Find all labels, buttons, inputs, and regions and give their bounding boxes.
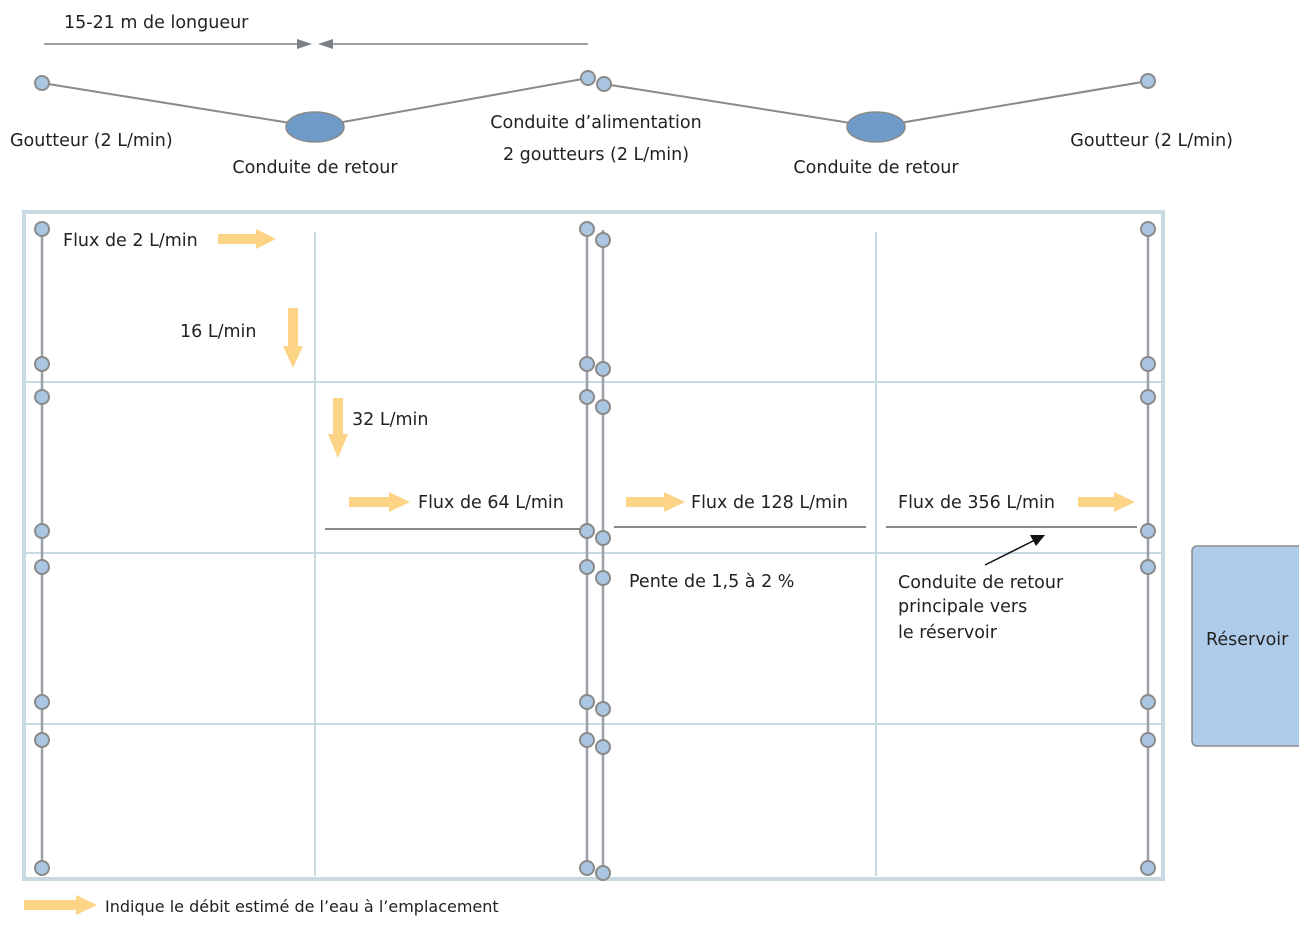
emitter-node-icon bbox=[1140, 356, 1156, 372]
emitter-node-icon bbox=[579, 732, 595, 748]
main-return-label-3: le réservoir bbox=[898, 623, 998, 643]
flow-arrow-16 bbox=[283, 308, 303, 368]
main-return-pointer bbox=[984, 535, 1045, 566]
emitter-node-icon bbox=[34, 694, 50, 710]
emitter-left-icon bbox=[34, 75, 50, 91]
emitter-node-icon bbox=[1140, 523, 1156, 539]
flow-arrow-64 bbox=[349, 492, 410, 512]
emitter-right-label: Goutteur (2 L/min) bbox=[1070, 131, 1233, 151]
reservoir-tank bbox=[1191, 545, 1299, 747]
flow-2-label: Flux de 2 L/min bbox=[63, 231, 198, 251]
emitter-node-icon bbox=[34, 221, 50, 237]
emitter-node-icon bbox=[595, 361, 611, 377]
feed-emitter-b-icon bbox=[596, 76, 612, 92]
emitter-node-icon bbox=[1140, 732, 1156, 748]
flow-arrow-32 bbox=[328, 398, 348, 458]
reservoir-label: Réservoir bbox=[1206, 630, 1289, 650]
emitter-node-icon bbox=[579, 523, 595, 539]
emitter-nodes bbox=[34, 221, 1156, 881]
emitter-node-icon bbox=[579, 694, 595, 710]
emitter-node-icon bbox=[595, 739, 611, 755]
emitter-node-icon bbox=[595, 232, 611, 248]
emitter-node-icon bbox=[595, 399, 611, 415]
return-right-label: Conduite de retour bbox=[793, 158, 959, 178]
flow-arrow-128 bbox=[626, 492, 685, 512]
return-pipe-right-icon bbox=[846, 111, 906, 143]
emitter-node-icon bbox=[1140, 389, 1156, 405]
emitter-node-icon bbox=[34, 559, 50, 575]
main-return-label-2: principale vers bbox=[898, 597, 1027, 617]
emitter-node-icon bbox=[579, 389, 595, 405]
return-pipes bbox=[325, 526, 1137, 530]
field-frame bbox=[22, 210, 1165, 881]
flow-356-label: Flux de 356 L/min bbox=[898, 493, 1055, 513]
return-left-label: Conduite de retour bbox=[232, 158, 398, 178]
flow-16-label: 16 L/min bbox=[180, 322, 256, 342]
emitter-node-icon bbox=[579, 559, 595, 575]
flow-arrow-356 bbox=[1078, 492, 1135, 512]
emitter-node-icon bbox=[1140, 221, 1156, 237]
legend-label: Indique le débit estimé de l’eau à l’emp… bbox=[105, 897, 499, 916]
flow-64-label: Flux de 64 L/min bbox=[418, 493, 564, 513]
field-grid bbox=[24, 232, 1163, 876]
main-return-label-1: Conduite de retour bbox=[898, 573, 1064, 593]
flow-128-label: Flux de 128 L/min bbox=[691, 493, 848, 513]
length-label: 15-21 m de longueur bbox=[64, 13, 249, 33]
emitter-node-icon bbox=[595, 701, 611, 717]
emitter-node-icon bbox=[1140, 559, 1156, 575]
emitter-node-icon bbox=[595, 530, 611, 546]
emitter-node-icon bbox=[1140, 860, 1156, 876]
emitter-node-icon bbox=[1140, 694, 1156, 710]
lateral-lines bbox=[40, 230, 1150, 868]
feed-emitters-label: 2 goutteurs (2 L/min) bbox=[503, 145, 689, 165]
slope-label: Pente de 1,5 à 2 % bbox=[629, 572, 794, 592]
emitter-node-icon bbox=[34, 860, 50, 876]
emitter-node-icon bbox=[579, 860, 595, 876]
return-pipe-left-icon bbox=[285, 111, 345, 143]
emitter-node-icon bbox=[34, 389, 50, 405]
length-dimension-arrows bbox=[44, 39, 588, 49]
emitter-node-icon bbox=[595, 570, 611, 586]
emitter-right-icon bbox=[1140, 73, 1156, 89]
emitter-left-label: Goutteur (2 L/min) bbox=[10, 131, 173, 151]
legend-arrow-icon bbox=[24, 895, 97, 915]
emitter-node-icon bbox=[34, 523, 50, 539]
flow-arrow-2 bbox=[218, 229, 276, 249]
emitter-node-icon bbox=[34, 732, 50, 748]
emitter-node-icon bbox=[579, 221, 595, 237]
feed-line-label: Conduite d’alimentation bbox=[490, 113, 701, 133]
feed-emitter-a-icon bbox=[580, 70, 596, 86]
emitter-node-icon bbox=[34, 356, 50, 372]
emitter-node-icon bbox=[579, 356, 595, 372]
emitter-node-icon bbox=[595, 865, 611, 881]
flow-32-label: 32 L/min bbox=[352, 410, 428, 430]
